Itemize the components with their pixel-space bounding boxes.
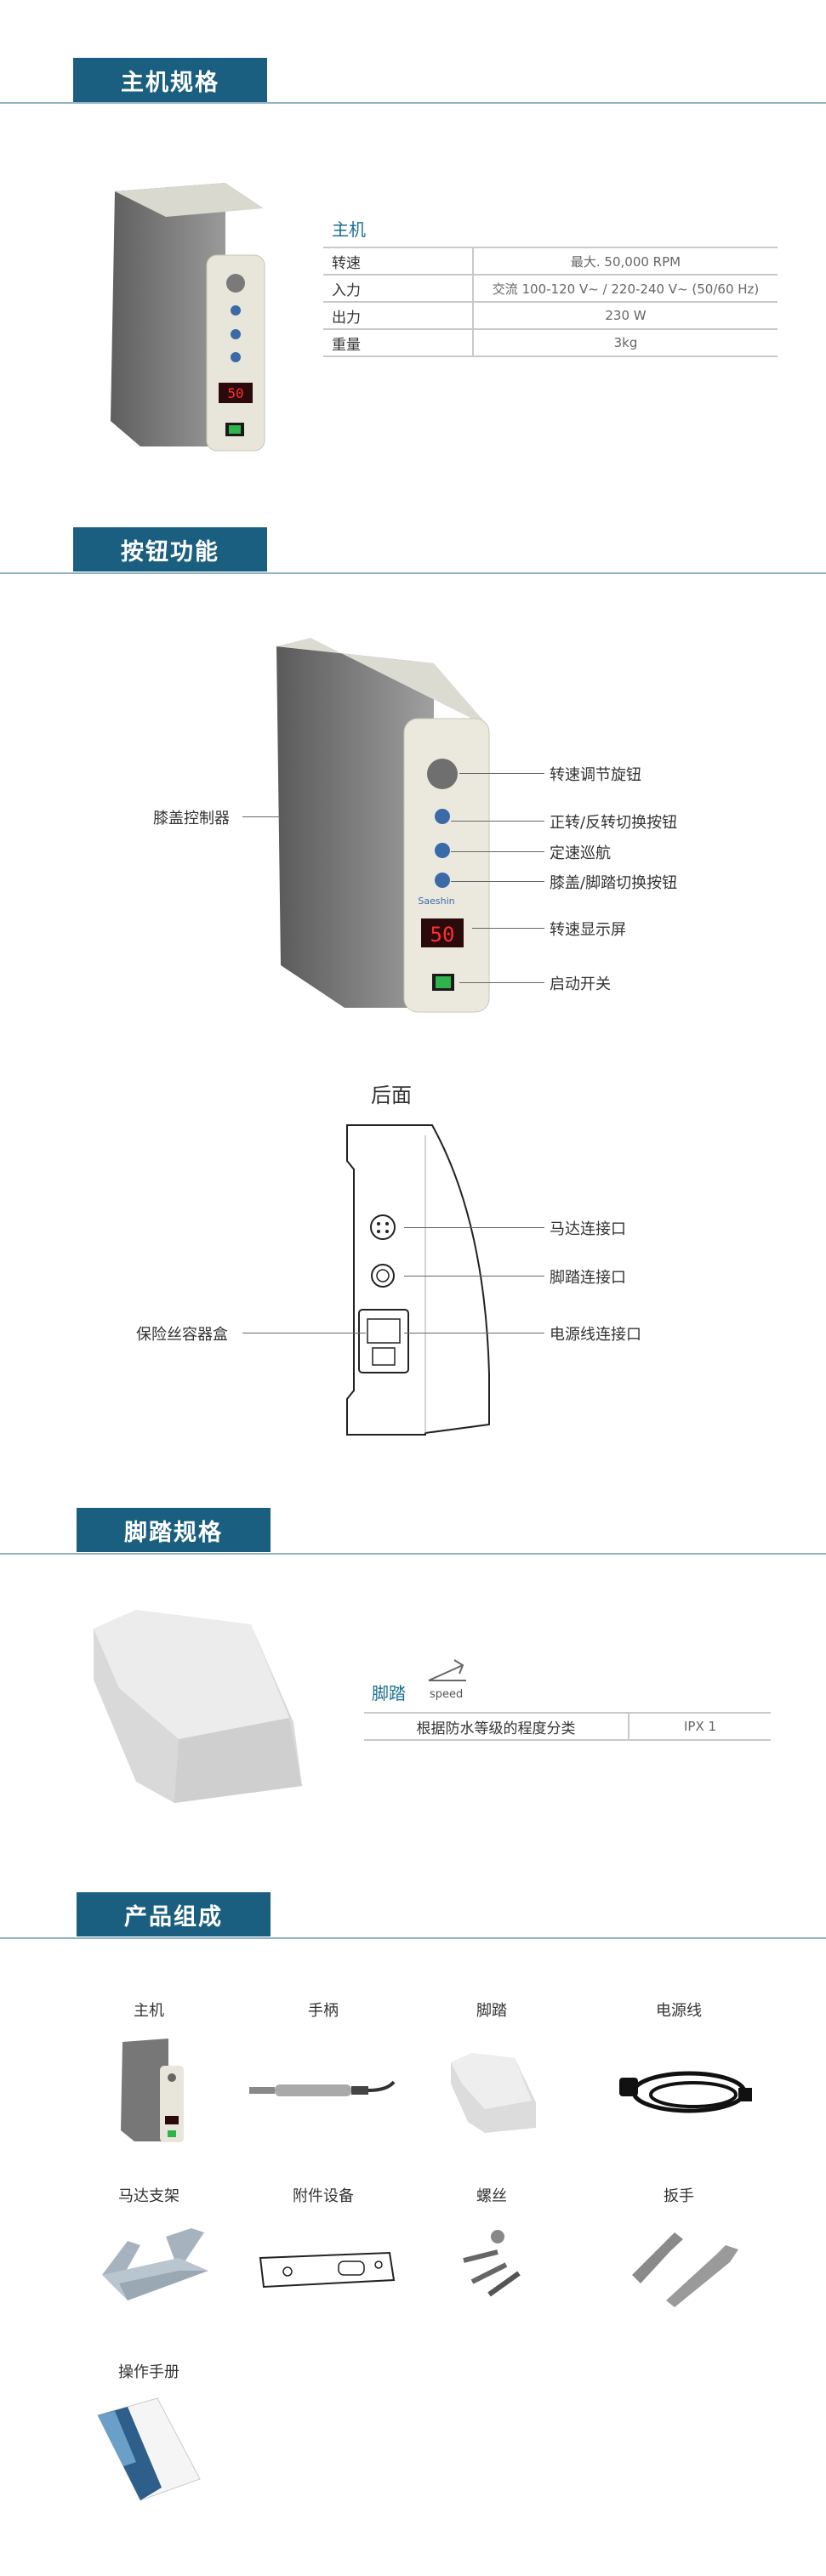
callout-power-switch: 启动开关	[550, 975, 611, 993]
section-title-buttons: 按钮功能	[73, 527, 267, 571]
callout-pedal-port: 脚踏连接口	[550, 1269, 626, 1287]
leader-line	[459, 982, 544, 983]
pedal-table-title: 脚踏	[372, 1683, 406, 1703]
table-row: 入力交流 100-120 V~ / 220-240 V~ (50/60 Hz)	[323, 275, 778, 303]
component-label-screws: 螺丝	[476, 2187, 507, 2205]
component-label-manual: 操作手册	[118, 2363, 179, 2381]
rear-view-drawing	[346, 1124, 490, 1436]
callout-motor-port: 马达连接口	[550, 1220, 626, 1238]
component-main-image	[121, 2039, 184, 2142]
section-title-pedal-spec: 脚踏规格	[77, 1508, 271, 1552]
callout-fwd-rev: 正转/反转切换按钮	[550, 814, 678, 832]
callout-cruise: 定速巡航	[550, 844, 611, 862]
component-accessory-image	[259, 2251, 396, 2289]
pedal-spec-table: 根据防水等级的程度分类 IPX 1	[364, 1712, 771, 1741]
device-brand: Saeshin	[418, 896, 454, 907]
main-spec-table: 转速最大. 50,000 RPM 入力交流 100-120 V~ / 220-2…	[323, 247, 778, 357]
component-label-motor-stand: 马达支架	[118, 2187, 179, 2205]
component-label-accessory: 附件设备	[293, 2187, 354, 2205]
section-title-components: 产品组成	[77, 1892, 271, 1936]
section-divider	[0, 572, 826, 574]
section-divider	[0, 1553, 826, 1555]
leader-line	[451, 881, 544, 882]
callout-display: 转速显示屏	[550, 921, 626, 939]
main-table-title: 主机	[332, 219, 366, 240]
leader-line	[472, 928, 544, 929]
leader-line	[404, 1227, 544, 1228]
component-label-handpiece: 手柄	[308, 2002, 339, 2020]
callout-knee-foot: 膝盖/脚踏切换按钮	[550, 874, 678, 892]
speed-icon-label: speed	[430, 1688, 464, 1701]
component-cord-image	[619, 2071, 752, 2113]
speed-pedal-icon	[428, 1659, 466, 1681]
leader-line	[242, 816, 281, 817]
component-handpiece-image	[249, 2080, 396, 2096]
table-row: 转速最大. 50,000 RPM	[323, 247, 778, 276]
leader-line	[451, 821, 544, 822]
component-label-main: 主机	[134, 2002, 164, 2020]
component-screws-image	[463, 2230, 521, 2297]
callout-knee-controller: 膝盖控制器	[153, 810, 230, 827]
leader-line	[404, 1276, 544, 1277]
callout-power-port: 电源线连接口	[550, 1326, 641, 1344]
component-label-wrench: 扳手	[664, 2187, 694, 2205]
rear-title: 后面	[371, 1083, 412, 1107]
callout-fuse-box: 保险丝容器盒	[136, 1326, 228, 1344]
device-image: 50	[111, 183, 265, 452]
leader-line	[459, 773, 544, 774]
section-divider	[0, 1937, 826, 1939]
component-label-pedal: 脚踏	[476, 2002, 507, 2020]
callout-speed-knob: 转速调节旋钮	[550, 766, 641, 784]
pedal-image	[94, 1610, 302, 1803]
component-manual-image	[97, 2397, 201, 2501]
svg-text:50: 50	[227, 385, 243, 401]
section-divider	[0, 102, 826, 104]
leader-line	[451, 851, 544, 852]
component-pedal-image	[451, 2053, 536, 2133]
component-label-cord: 电源线	[656, 2002, 702, 2020]
component-wrench-image	[632, 2232, 738, 2307]
table-row: 根据防水等级的程度分类 IPX 1	[364, 1713, 771, 1741]
component-stand-image	[102, 2228, 208, 2300]
device-front-image: Saeshin 50	[276, 638, 490, 1013]
section-title-main-spec: 主机规格	[73, 58, 267, 102]
speed-display: 50	[430, 923, 455, 947]
